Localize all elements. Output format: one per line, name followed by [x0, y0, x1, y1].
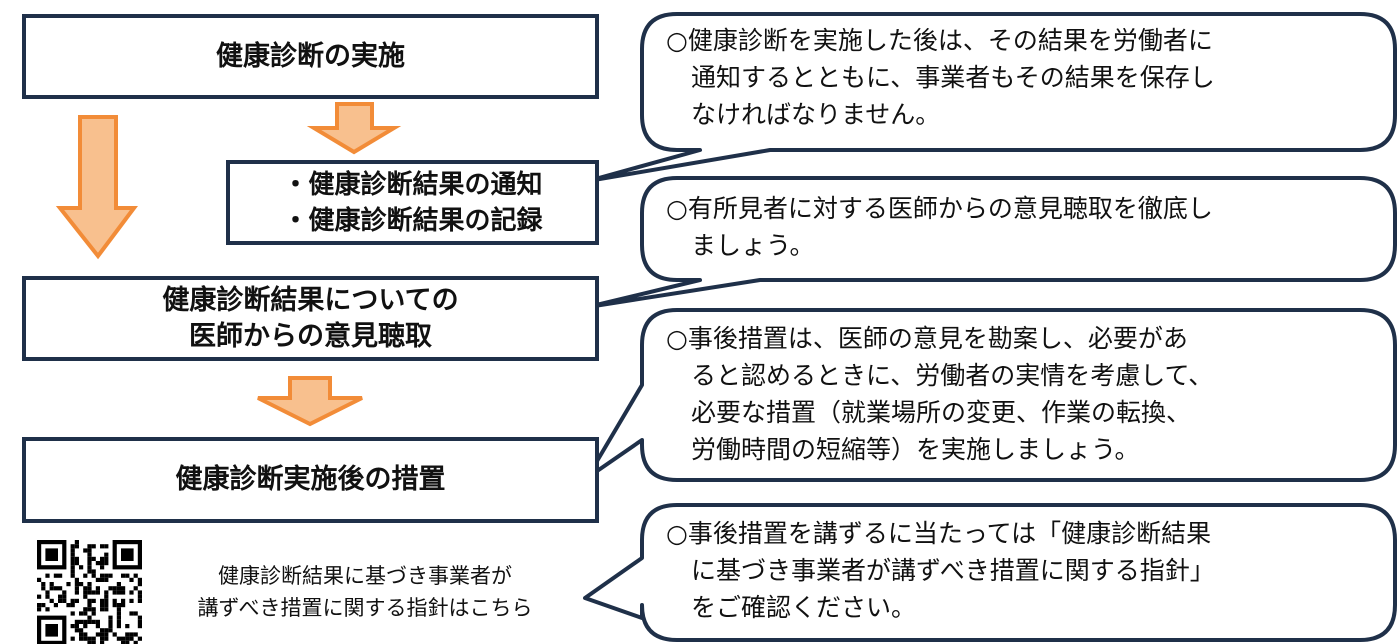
- qr-caption: 健康診断結果に基づき事業者が 講ずべき措置に関する指針はこちら: [150, 560, 580, 624]
- step-label: 健康診断実施後の措置: [175, 464, 446, 495]
- step-label: 健康診断の実施: [216, 40, 405, 72]
- qr-code[interactable]: [37, 540, 142, 644]
- callout-text-4: ○事後措置を講ずるに当たっては「健康診断結果 に基づき事業者が講ずべき措置に関す…: [666, 515, 1215, 626]
- callout-line: ○事後措置を講ずるに当たっては「健康診断結果: [666, 519, 1212, 548]
- callout-bubble-4: [583, 503, 1397, 642]
- callout-line: 必要な措置（就業場所の変更、作業の転換、: [666, 398, 1192, 427]
- step-follow-up-measures: 健康診断実施後の措置: [22, 437, 599, 523]
- qr-caption-line: 健康診断結果に基づき事業者が: [218, 564, 512, 588]
- callout-text-1: ○健康診断を実施した後は、その結果を労働者に 通知するとともに、事業者もその結果…: [666, 22, 1215, 133]
- callout-line: ると認めるときに、労働者の実情を考慮して、: [666, 361, 1214, 390]
- callout-line: 通知するとともに、事業者もその結果を保存し: [666, 63, 1215, 92]
- callout-text-2: ○有所見者に対する医師からの意見聴取を徹底し ましょう。: [666, 190, 1213, 264]
- step-label: 医師からの意見聴取: [189, 320, 432, 352]
- callout-bubble-2: [586, 176, 1397, 309]
- callout-bubble-1: [586, 12, 1397, 183]
- callout-line: なければなりません。: [666, 100, 941, 129]
- callout-line: をご確認ください。: [666, 593, 917, 622]
- step-label: ・健康診断結果の記録: [282, 205, 543, 236]
- qr-caption-line: 講ずべき措置に関する指針はこちら: [197, 596, 533, 620]
- step-doctor-opinion: 健康診断結果についての 医師からの意見聴取: [22, 276, 599, 361]
- step-health-checkup: 健康診断の実施: [22, 14, 599, 99]
- callout-line: 労働時間の短縮等）を実施しましょう。: [666, 435, 1140, 464]
- step-label: ・健康診断結果の通知: [282, 169, 543, 200]
- callout-line: ○事後措置は、医師の意見を勘案し、必要があ: [666, 324, 1188, 353]
- callout-line: ○有所見者に対する医師からの意見聴取を徹底し: [666, 194, 1213, 223]
- callout-line: ○健康診断を実施した後は、その結果を労働者に: [666, 26, 1213, 55]
- callout-text-3: ○事後措置は、医師の意見を勘案し、必要があ ると認めるときに、労働者の実情を考慮…: [666, 320, 1213, 468]
- arrow-down-large: [55, 115, 138, 260]
- arrow-down-small-top: [306, 102, 402, 155]
- callout-line: に基づき事業者が講ずべき措置に関する指針」: [666, 556, 1215, 585]
- callout-bubble-3: [585, 308, 1397, 482]
- step-notify-record: ・健康診断結果の通知 ・健康診断結果の記録: [226, 160, 599, 245]
- arrow-down-small-bottom: [257, 376, 363, 427]
- step-label: 健康診断結果についての: [162, 284, 459, 316]
- callout-line: ましょう。: [666, 231, 815, 260]
